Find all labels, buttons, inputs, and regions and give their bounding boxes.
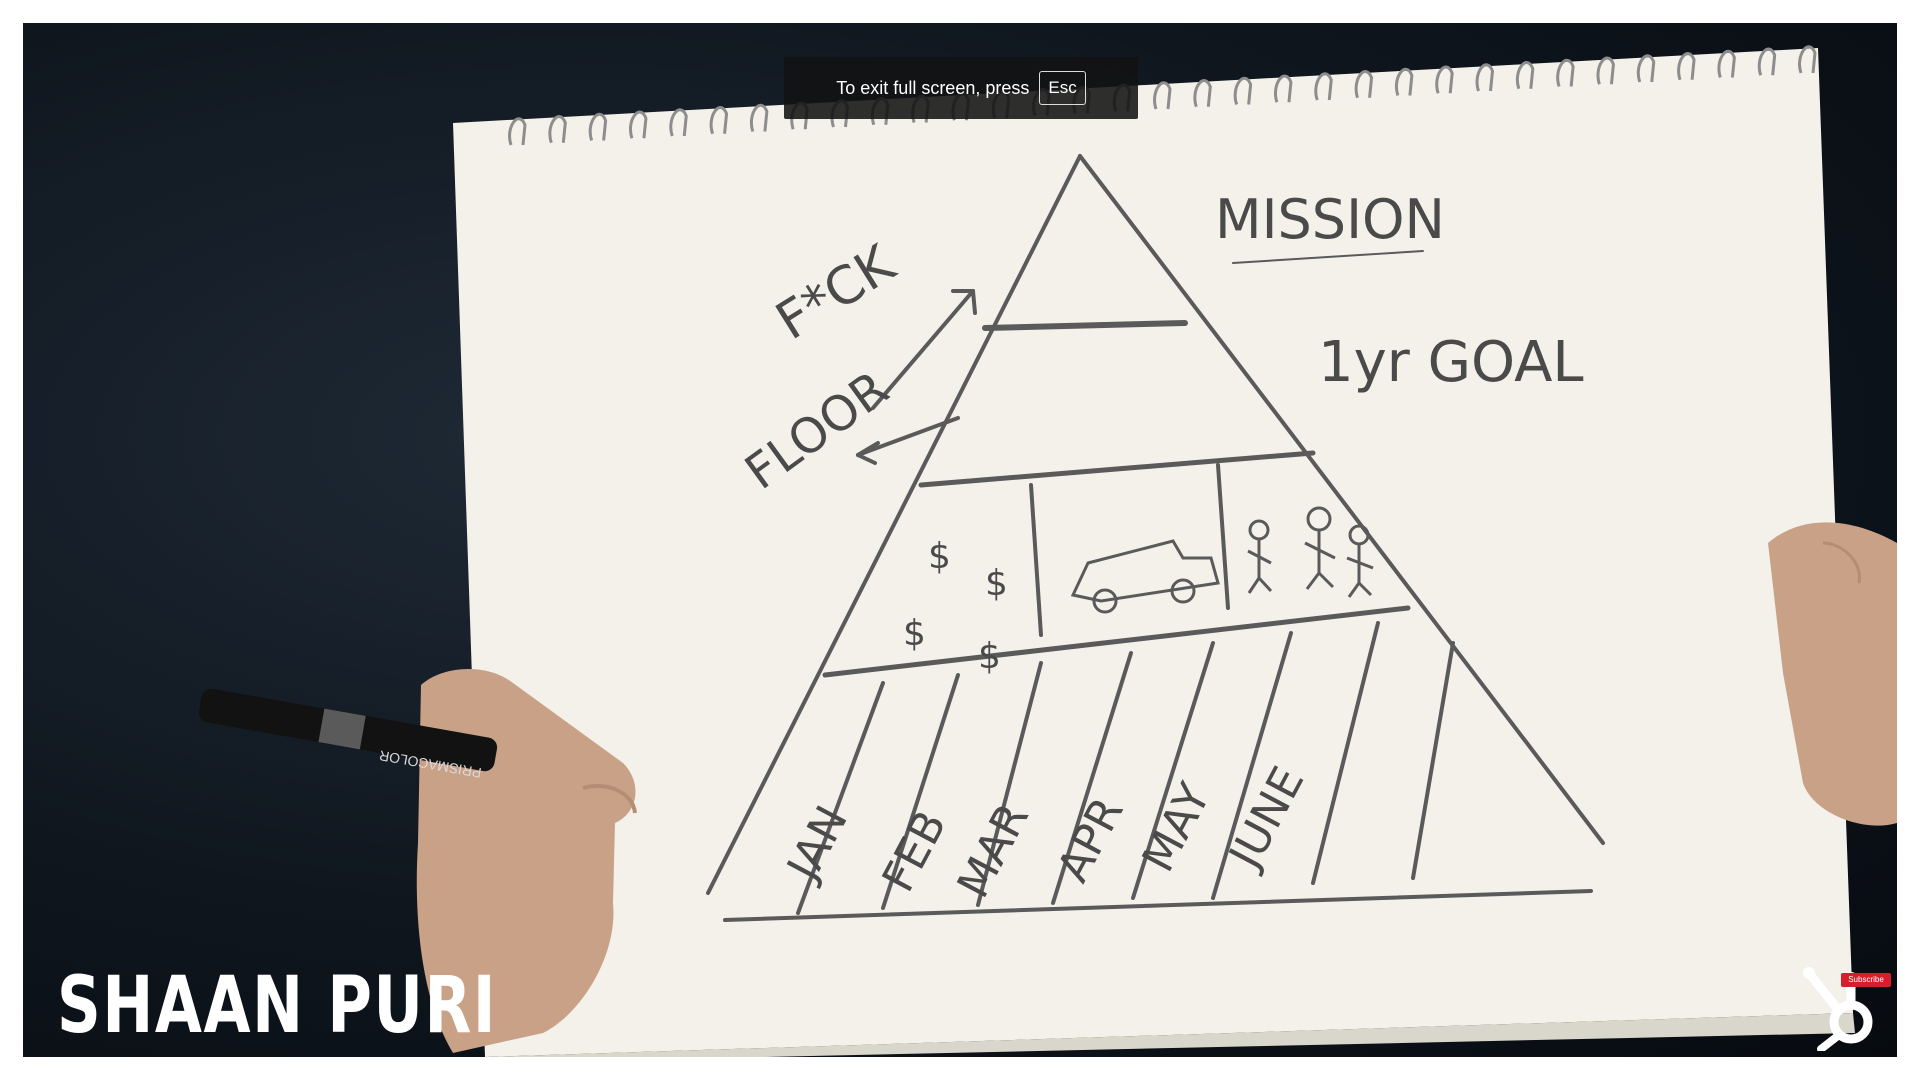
page-edge bbox=[485, 1013, 1855, 1057]
spiral-ring bbox=[588, 112, 608, 141]
spiral-ring bbox=[1677, 52, 1696, 81]
dollar-sign: $ bbox=[928, 536, 951, 577]
spiral-ring bbox=[1354, 70, 1374, 99]
goal-label: 1yr GOAL bbox=[1318, 330, 1584, 395]
pyramid-drawing bbox=[706, 154, 1605, 922]
sketchbook-page bbox=[453, 48, 1853, 1057]
spiral-ring bbox=[1717, 49, 1736, 78]
lower-third-name: SHAAN PURI bbox=[57, 961, 498, 1051]
spiral-ring bbox=[1798, 45, 1817, 74]
spiral-ring bbox=[1314, 72, 1333, 101]
stick-figures bbox=[1247, 506, 1374, 598]
spiral-ring bbox=[1233, 76, 1253, 105]
dollar-sign: $ bbox=[985, 563, 1008, 604]
spiral-ring bbox=[508, 117, 527, 146]
video-frame[interactable]: PRISMACOLOR bbox=[23, 23, 1897, 1057]
fullscreen-notice-text: To exit full screen, press bbox=[836, 77, 1030, 98]
spiral-ring bbox=[750, 103, 769, 132]
spiral-ring bbox=[1475, 63, 1495, 92]
spiral-ring bbox=[1596, 56, 1615, 85]
spiral-ring bbox=[1515, 61, 1535, 90]
spiral-ring bbox=[1636, 54, 1656, 83]
esc-key-hint: Esc bbox=[1039, 71, 1086, 105]
spiral-ring bbox=[1395, 67, 1414, 96]
mission-label: MISSION bbox=[1215, 188, 1445, 251]
dollar-sign: $ bbox=[978, 636, 1001, 677]
spiral-ring bbox=[548, 115, 567, 144]
spiral-ring bbox=[1556, 58, 1575, 87]
dollar-sign: $ bbox=[903, 613, 926, 654]
spiral-ring bbox=[1274, 74, 1293, 103]
spiral-ring bbox=[1153, 81, 1172, 110]
spiral-ring bbox=[629, 110, 648, 139]
spiral-ring bbox=[669, 108, 688, 137]
spiral-ring bbox=[1757, 47, 1777, 76]
subscribe-button[interactable]: Subscribe bbox=[1841, 973, 1891, 987]
fullscreen-exit-notice: To exit full screen, press Esc bbox=[784, 57, 1138, 119]
video-scene: PRISMACOLOR bbox=[198, 45, 1897, 1057]
right-hand bbox=[1768, 522, 1897, 826]
spiral-ring bbox=[1435, 65, 1454, 94]
spiral-ring bbox=[1193, 79, 1212, 108]
spiral-ring bbox=[709, 106, 729, 135]
